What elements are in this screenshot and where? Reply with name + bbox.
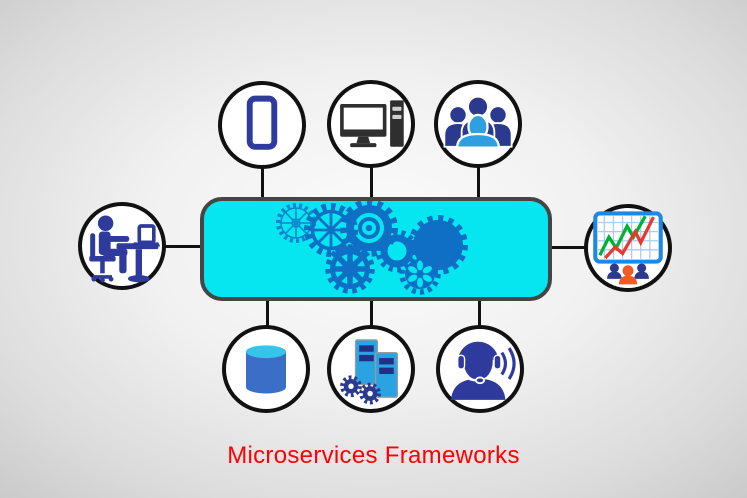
support-agent-icon bbox=[450, 341, 516, 400]
connector-line bbox=[370, 164, 373, 199]
smartphone-icon bbox=[246, 95, 278, 150]
desktop-computer-icon bbox=[340, 100, 404, 148]
connector-line bbox=[266, 299, 269, 327]
developer-workstation-icon bbox=[89, 215, 161, 283]
node-user-group bbox=[434, 80, 522, 168]
servers-gears-icon bbox=[340, 339, 399, 405]
diagram-title: Microservices Frameworks bbox=[227, 442, 520, 469]
connector-line bbox=[478, 299, 481, 327]
connector-line bbox=[477, 164, 480, 199]
connector-line bbox=[370, 299, 373, 327]
database-icon bbox=[246, 345, 286, 394]
analytics-chart-icon bbox=[593, 211, 663, 285]
node-developer-workstation bbox=[78, 202, 166, 290]
node-analytics-presentation bbox=[584, 204, 672, 292]
connector-line bbox=[261, 165, 264, 199]
gears-icon bbox=[276, 201, 468, 295]
connector-line bbox=[163, 245, 202, 248]
microservices-hub bbox=[200, 197, 552, 301]
node-database bbox=[222, 325, 310, 413]
node-support-agent bbox=[436, 325, 524, 413]
node-smartphone bbox=[218, 81, 306, 169]
connector-line bbox=[549, 246, 586, 249]
user-group-icon bbox=[443, 95, 513, 149]
node-desktop-computer bbox=[327, 80, 415, 168]
node-servers-gears bbox=[327, 325, 415, 413]
